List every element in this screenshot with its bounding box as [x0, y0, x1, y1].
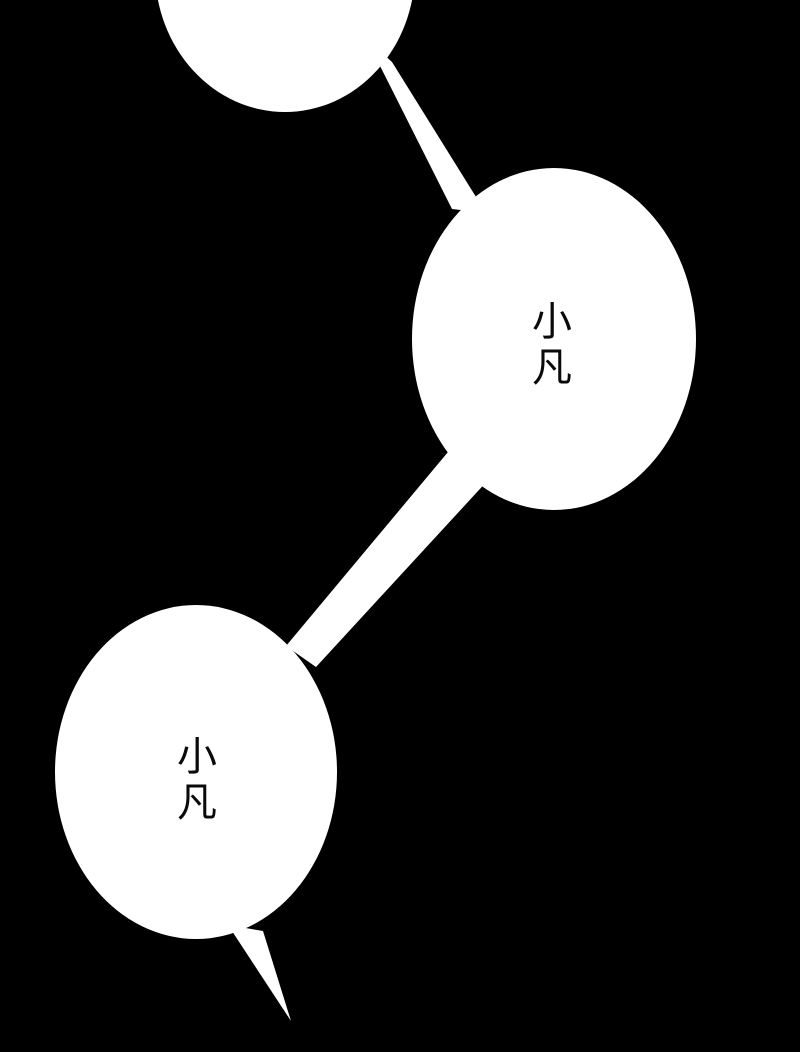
speech-bubble-lower-char-2: 凡: [177, 780, 217, 826]
speech-bubble-lower-text: 小 凡: [157, 730, 237, 830]
speech-bubble-middle-char-2: 凡: [532, 345, 572, 391]
speech-bubble-tail: [228, 925, 291, 1021]
speech-bubble-middle-text: 小 凡: [512, 295, 592, 395]
speech-bubble-middle: [412, 168, 696, 510]
speech-bubble-lower-char-1: 小: [177, 733, 217, 780]
speech-bubble-top-partial: [157, 0, 413, 112]
bubble-connector-upper: [366, 38, 486, 213]
speech-bubble-lower: [55, 605, 337, 939]
speech-bubble-middle-char-1: 小: [532, 298, 572, 345]
bubble-connector-lower: [286, 452, 490, 667]
